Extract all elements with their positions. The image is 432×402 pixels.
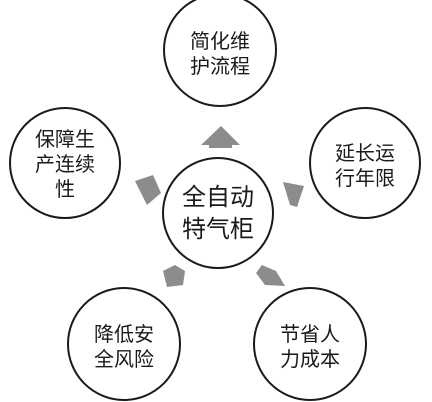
benefit-right-line1: 延长运: [335, 141, 395, 165]
benefit-bottom-left-line1: 降低安: [94, 322, 154, 346]
arrow-bottom-right: [256, 265, 285, 286]
arrow-right: [283, 182, 304, 207]
benefit-node-top: 简化维 护流程: [163, 0, 277, 107]
benefit-top-line2: 护流程: [190, 54, 250, 78]
benefit-bottom-right-line1: 节省人: [280, 322, 340, 346]
arrow-top: [201, 126, 240, 148]
benefit-node-bottom-right: 节省人 力成本: [253, 287, 367, 401]
benefit-bottom-right-line2: 力成本: [280, 347, 340, 371]
benefit-node-right: 延长运 行年限: [309, 107, 421, 219]
benefit-node-left: 保障生 产连续 性: [9, 107, 121, 219]
benefit-right-line2: 行年限: [335, 166, 395, 190]
center-line1: 全自动: [182, 183, 254, 211]
benefit-left-line3: 性: [55, 177, 75, 201]
benefit-left-line1: 保障生: [35, 127, 95, 151]
benefit-node-bottom-left: 降低安 全风险: [67, 287, 181, 401]
arrow-left: [135, 175, 161, 205]
center-node: 全自动 特气柜: [162, 157, 274, 269]
benefit-top-line1: 简化维: [190, 29, 250, 53]
center-line2: 特气柜: [182, 215, 254, 243]
benefit-bottom-left-line2: 全风险: [94, 347, 154, 371]
benefit-left-line2: 产连续: [35, 152, 95, 176]
arrow-bottom-left: [163, 265, 185, 287]
